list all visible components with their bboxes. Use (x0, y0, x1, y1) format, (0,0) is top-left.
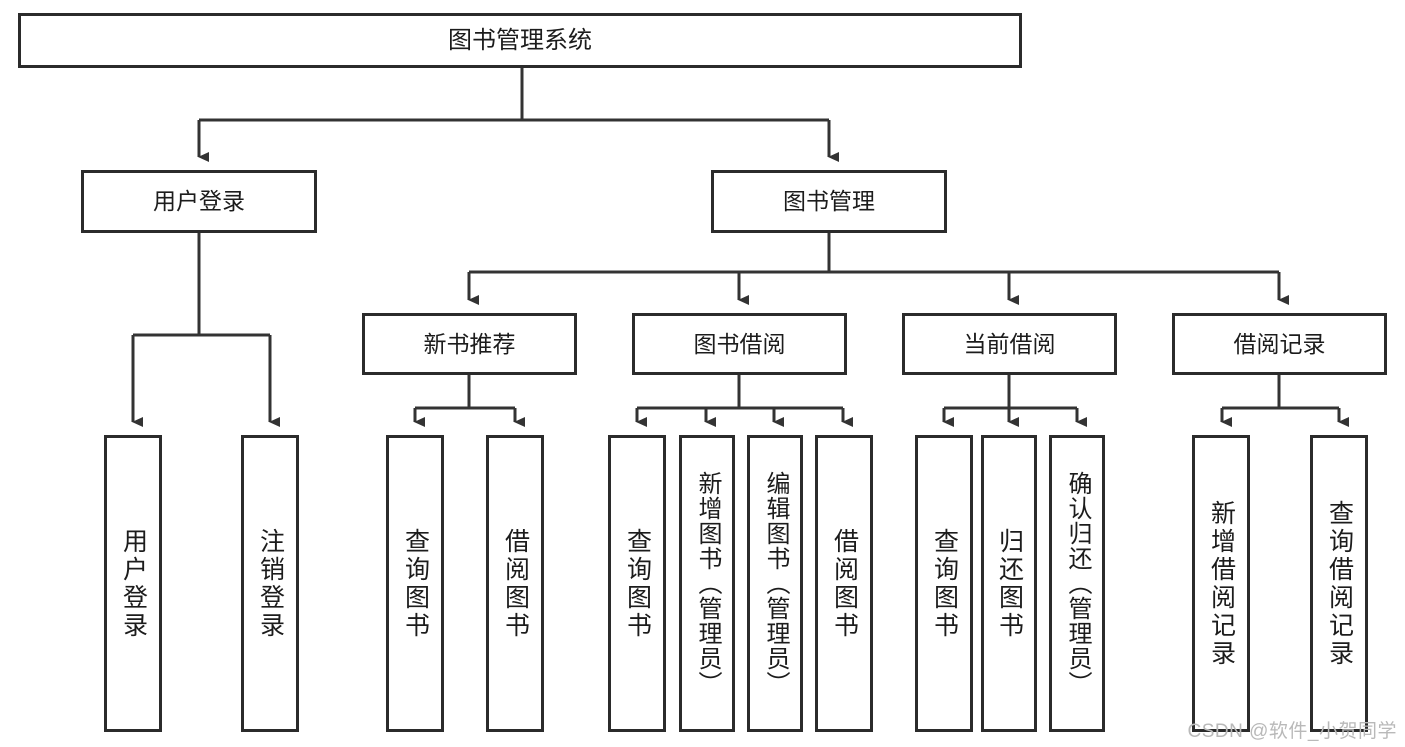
node-label: 当前借阅 (963, 330, 1056, 357)
node-book-borrow[interactable]: 图书借阅 (632, 313, 847, 375)
node-label: 借阅记录 (1233, 330, 1326, 357)
node-label: 借阅图书 (830, 527, 859, 640)
leaf-borrow-record-query-record[interactable]: 查询借阅记录 (1310, 435, 1368, 732)
node-label: 查询借阅记录 (1325, 499, 1354, 668)
node-label: 确认归还（管理员） (1064, 471, 1091, 696)
node-label: 编辑图书（管理员） (762, 471, 789, 696)
leaf-current-borrow-query-book[interactable]: 查询图书 (915, 435, 973, 732)
node-borrow-record[interactable]: 借阅记录 (1172, 313, 1387, 375)
node-label: 归还图书 (995, 527, 1024, 640)
node-user-login[interactable]: 用户登录 (81, 170, 317, 233)
node-label: 新增借阅记录 (1207, 499, 1236, 668)
leaf-new-book-borrow-book[interactable]: 借阅图书 (486, 435, 544, 732)
node-label: 图书管理系统 (448, 26, 592, 54)
leaf-current-borrow-return-book[interactable]: 归还图书 (981, 435, 1037, 732)
node-label: 新书推荐 (423, 330, 516, 357)
node-label: 查询图书 (930, 527, 959, 640)
node-label: 查询图书 (401, 527, 430, 640)
node-book-management[interactable]: 图书管理 (711, 170, 947, 233)
node-label: 借阅图书 (501, 527, 530, 640)
node-label: 查询图书 (623, 527, 652, 640)
leaf-user-login-login[interactable]: 用户登录 (104, 435, 162, 732)
leaf-book-borrow-edit-book-admin[interactable]: 编辑图书（管理员） (747, 435, 803, 732)
node-label: 图书管理 (783, 188, 875, 215)
leaf-current-borrow-confirm-return-admin[interactable]: 确认归还（管理员） (1049, 435, 1105, 732)
node-label: 图书借阅 (693, 330, 786, 357)
node-label: 用户登录 (119, 527, 148, 640)
leaf-book-borrow-add-book-admin[interactable]: 新增图书（管理员） (679, 435, 735, 732)
node-label: 注销登录 (256, 527, 285, 640)
node-current-borrow[interactable]: 当前借阅 (902, 313, 1117, 375)
node-root-book-management-system[interactable]: 图书管理系统 (18, 13, 1022, 68)
leaf-book-borrow-borrow-book[interactable]: 借阅图书 (815, 435, 873, 732)
watermark: CSDN @软件_小贺同学 (1187, 721, 1397, 742)
node-label: 新增图书（管理员） (694, 471, 721, 696)
node-new-book-recommend[interactable]: 新书推荐 (362, 313, 577, 375)
leaf-book-borrow-query-book[interactable]: 查询图书 (608, 435, 666, 732)
leaf-user-login-logout[interactable]: 注销登录 (241, 435, 299, 732)
node-label: 用户登录 (153, 188, 245, 215)
leaf-borrow-record-add-record[interactable]: 新增借阅记录 (1192, 435, 1250, 732)
leaf-new-book-query-book[interactable]: 查询图书 (386, 435, 444, 732)
